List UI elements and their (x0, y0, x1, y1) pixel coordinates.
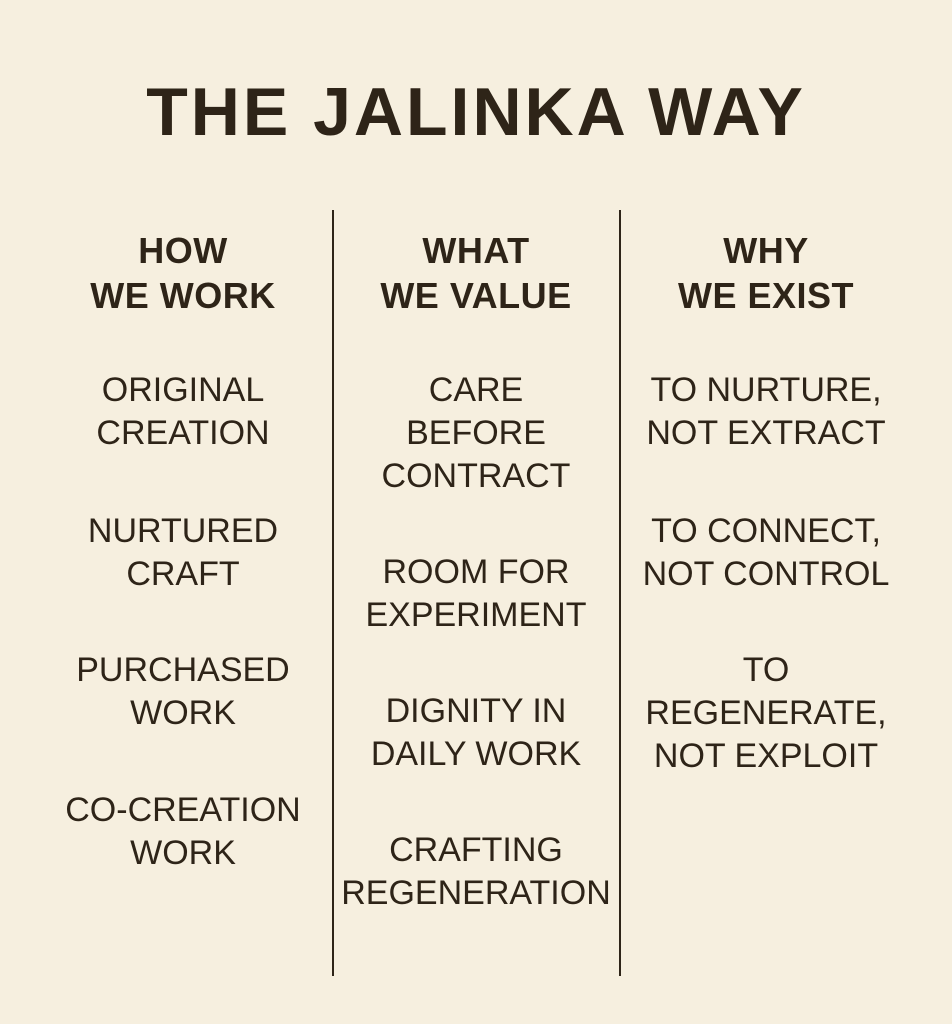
heading-line: WE EXIST (677, 275, 855, 316)
item-line: TO CONNECT, (651, 512, 881, 550)
item-line: NOT CONTROL (642, 555, 890, 593)
page-title: THE JALINKA WAY (146, 74, 806, 150)
list-item: TO NURTURE, NOT EXTRACT (621, 369, 911, 455)
column-divider (332, 210, 334, 976)
column-heading: HOW WE WORK (38, 228, 328, 318)
list-item: PURCHASED WORK (38, 649, 328, 735)
item-line: BEFORE (406, 414, 546, 452)
item-line: NOT EXTRACT (646, 414, 886, 452)
list-item: CARE BEFORE CONTRACT (331, 369, 621, 498)
item-line: REGENERATION (341, 874, 611, 912)
item-line: DAILY WORK (370, 735, 582, 773)
column-heading: WHAT WE VALUE (331, 228, 621, 318)
list-item: CRAFTING REGENERATION (331, 829, 621, 915)
heading-line: WE VALUE (380, 275, 572, 316)
list-item: TO REGENERATE, NOT EXPLOIT (621, 649, 911, 778)
item-line: CARE (428, 371, 524, 409)
item-line: PURCHASED (76, 651, 290, 689)
heading-line: HOW (138, 230, 228, 271)
list-item: ORIGINAL CREATION (38, 369, 328, 455)
item-line: TO (742, 651, 790, 689)
item-line: NURTURED (87, 512, 279, 550)
list-item: ROOM FOR EXPERIMENT (331, 551, 621, 637)
item-line: ROOM FOR (382, 553, 570, 591)
item-line: DIGNITY IN (385, 692, 567, 730)
list-item: NURTURED CRAFT (38, 510, 328, 596)
item-line: WORK (130, 694, 236, 732)
item-line: NOT EXPLOIT (653, 737, 879, 775)
heading-line: WE WORK (90, 275, 276, 316)
column-divider (619, 210, 621, 976)
item-line: CONTRACT (381, 457, 571, 495)
item-line: TO NURTURE, (650, 371, 882, 409)
item-line: CO-CREATION (65, 791, 301, 829)
item-line: WORK (130, 834, 236, 872)
item-line: REGENERATE, (645, 694, 887, 732)
item-line: CRAFT (126, 555, 240, 593)
item-line: CREATION (96, 414, 270, 452)
heading-line: WHY (723, 230, 809, 271)
list-item: TO CONNECT, NOT CONTROL (621, 510, 911, 596)
item-line: CRAFTING (389, 831, 563, 869)
list-item: DIGNITY IN DAILY WORK (331, 690, 621, 776)
column-heading: WHY WE EXIST (621, 228, 911, 318)
item-line: ORIGINAL (101, 371, 265, 409)
heading-line: WHAT (422, 230, 530, 271)
list-item: CO-CREATION WORK (38, 789, 328, 875)
item-line: EXPERIMENT (365, 596, 587, 634)
